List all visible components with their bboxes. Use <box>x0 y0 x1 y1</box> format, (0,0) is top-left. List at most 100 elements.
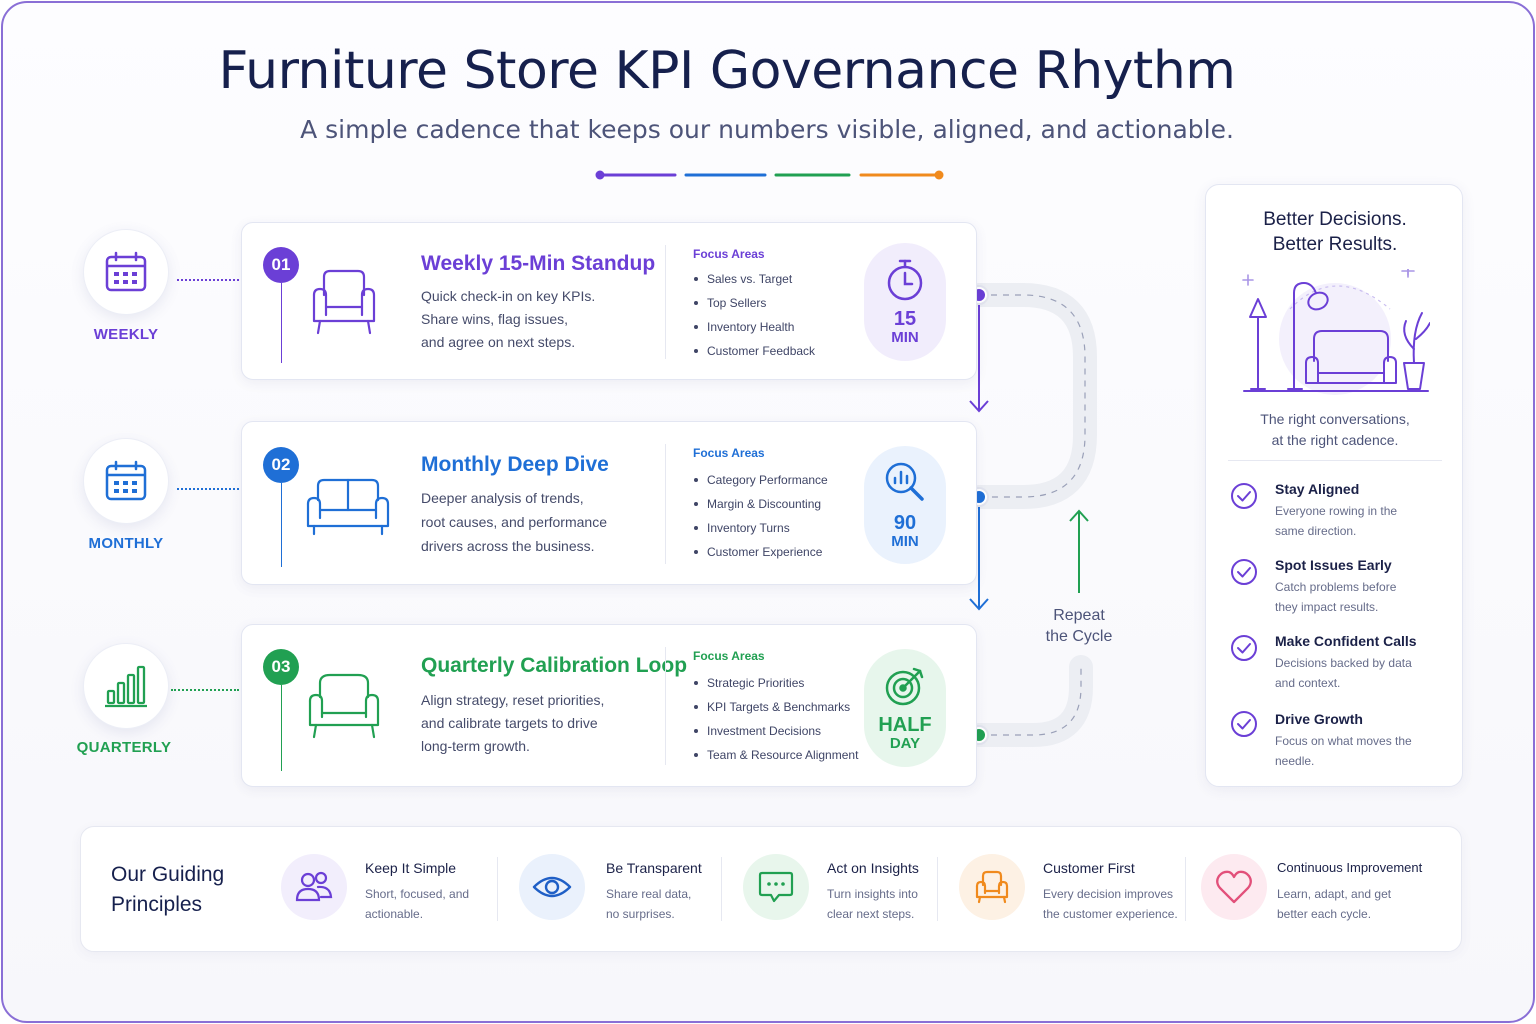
guiding-principles-bar: Our Guiding Principles Keep It Simple Sh… <box>80 826 1462 952</box>
quarterly-cadence-icon-circle <box>83 643 169 729</box>
focus-item: Customer Experience <box>693 540 828 564</box>
duration-value: 90 <box>893 512 917 534</box>
focus-item: Inventory Turns <box>693 516 828 540</box>
benefit-title: Spot Issues Early <box>1275 557 1392 573</box>
benefit-description: Everyone rowing in the same direction. <box>1275 504 1398 538</box>
principle-separator <box>721 857 722 921</box>
monthly-connector <box>177 488 239 490</box>
principle-icon-circle <box>281 854 347 920</box>
card-title: Monthly Deep Dive <box>421 453 609 476</box>
people-icon <box>295 871 333 902</box>
card-description: Align strategy, reset priorities, and ca… <box>421 692 605 754</box>
step-line <box>281 483 282 567</box>
focus-item: Investment Decisions <box>693 719 858 743</box>
target-icon <box>885 667 924 706</box>
benefit-description: Catch problems before they impact result… <box>1275 580 1397 614</box>
weekly-connector <box>177 279 239 281</box>
focus-item: Strategic Priorities <box>693 671 858 695</box>
benefits-panel: Better Decisions. Better Results. <box>1205 184 1463 787</box>
focus-areas-list: Strategic Priorities KPI Targets & Bench… <box>693 671 858 767</box>
card-title: Weekly 15-Min Standup <box>421 252 656 275</box>
card-separator <box>665 647 666 765</box>
magnifier-chart-icon <box>885 462 924 501</box>
focus-areas-heading: Focus Areas <box>693 649 765 663</box>
focus-item: Category Performance <box>693 468 828 492</box>
principle-icon-circle <box>743 854 809 920</box>
duration-value: HALF <box>878 714 932 736</box>
repeat-label-line1: Repeat <box>1053 607 1105 624</box>
heart-icon <box>1216 870 1252 904</box>
armchair-icon <box>975 870 1009 904</box>
focus-areas-list: Sales vs. Target Top Sellers Inventory H… <box>693 267 815 363</box>
focus-item: Team & Resource Alignment <box>693 743 858 767</box>
weekly-cadence-label: WEEKLY <box>93 326 159 343</box>
card-separator <box>665 444 666 564</box>
focus-areas-heading: Focus Areas <box>693 247 765 261</box>
principle-description: Learn, adapt, and get better each cycle. <box>1277 887 1392 921</box>
focus-item: Inventory Health <box>693 315 815 339</box>
focus-item: Sales vs. Target <box>693 267 815 291</box>
focus-item: Customer Feedback <box>693 339 815 363</box>
focus-item: KPI Targets & Benchmarks <box>693 695 858 719</box>
principle-description: Turn insights into clear next steps. <box>827 887 918 921</box>
page-title: Furniture Store KPI Governance Rhythm <box>218 41 1236 101</box>
principles-heading: Our Guiding Principles <box>111 863 225 916</box>
check-circle-icon <box>1231 711 1257 737</box>
header-divider <box>595 170 944 180</box>
card-description: Quick check-in on key KPIs. Share wins, … <box>421 288 596 350</box>
benefits-panel-heading: Better Decisions. Better Results. <box>1263 209 1407 255</box>
check-circle-icon <box>1231 635 1257 661</box>
principle-title: Be Transparent <box>606 860 702 876</box>
check-circle-icon <box>1231 559 1257 585</box>
benefit-title: Stay Aligned <box>1275 481 1360 497</box>
step-line <box>281 283 282 363</box>
chat-icon <box>758 871 794 903</box>
benefit-description: Decisions backed by data and context. <box>1275 656 1412 690</box>
principle-icon-circle <box>519 854 585 920</box>
monthly-deep-dive-card[interactable]: 02 Monthly Deep Dive Deeper analysis of … <box>241 421 977 585</box>
quarterly-connector <box>171 689 239 691</box>
weekly-standup-card[interactable]: 01 Weekly 15-Min Standup Quick check-in … <box>241 222 977 380</box>
focus-areas-heading: Focus Areas <box>693 446 765 460</box>
page-subtitle: A simple cadence that keeps our numbers … <box>300 115 1234 144</box>
step-number-badge: 02 <box>263 447 299 483</box>
principle-separator <box>497 857 498 921</box>
benefit-title: Drive Growth <box>1275 711 1363 727</box>
principle-title: Keep It Simple <box>365 860 457 876</box>
focus-item: Margin & Discounting <box>693 492 828 516</box>
card-title: Quarterly Calibration Loop <box>421 654 688 677</box>
principle-separator <box>937 857 938 921</box>
eye-icon <box>532 876 572 898</box>
benefits-divider <box>1228 460 1442 461</box>
living-room-icon <box>1242 269 1430 395</box>
principle-icon-circle <box>1201 854 1267 920</box>
quarterly-calibration-card[interactable]: 03 Quarterly Calibration Loop Align stra… <box>241 624 977 787</box>
sofa-icon <box>306 478 390 536</box>
cycle-flow-path <box>967 283 1097 747</box>
benefit-title: Make Confident Calls <box>1275 633 1417 649</box>
stopwatch-icon <box>887 259 923 301</box>
benefits-panel-caption: The right conversations, at the right ca… <box>1260 411 1410 448</box>
quarterly-cadence-label: QUARTERLY <box>76 739 172 756</box>
card-description: Deeper analysis of trends, root causes, … <box>421 490 607 554</box>
duration-value: 15 <box>893 308 917 330</box>
principle-description: Short, focused, and actionable. <box>365 887 470 921</box>
principle-title: Continuous Improvement <box>1277 860 1423 875</box>
armchair-icon <box>308 673 380 739</box>
focus-areas-list: Category Performance Margin & Discountin… <box>693 468 828 564</box>
calendar-icon <box>105 251 147 292</box>
calendar-icon <box>105 460 147 501</box>
principle-separator <box>1185 857 1186 921</box>
principle-description: Every decision improves the customer exp… <box>1043 887 1178 921</box>
benefit-description: Focus on what moves the needle. <box>1275 734 1412 768</box>
weekly-cadence-icon-circle <box>83 229 169 315</box>
principle-title: Act on Insights <box>827 860 919 876</box>
principle-description: Share real data, no surprises. <box>606 887 692 921</box>
step-number-badge: 03 <box>263 649 299 685</box>
monthly-cadence-label: MONTHLY <box>88 535 164 552</box>
duration-badge: HALF DAY <box>864 649 946 767</box>
duration-unit: MIN <box>891 329 919 346</box>
focus-item: Top Sellers <box>693 291 815 315</box>
duration-badge: 90 MIN <box>864 446 946 564</box>
principle-icon-circle <box>959 854 1025 920</box>
